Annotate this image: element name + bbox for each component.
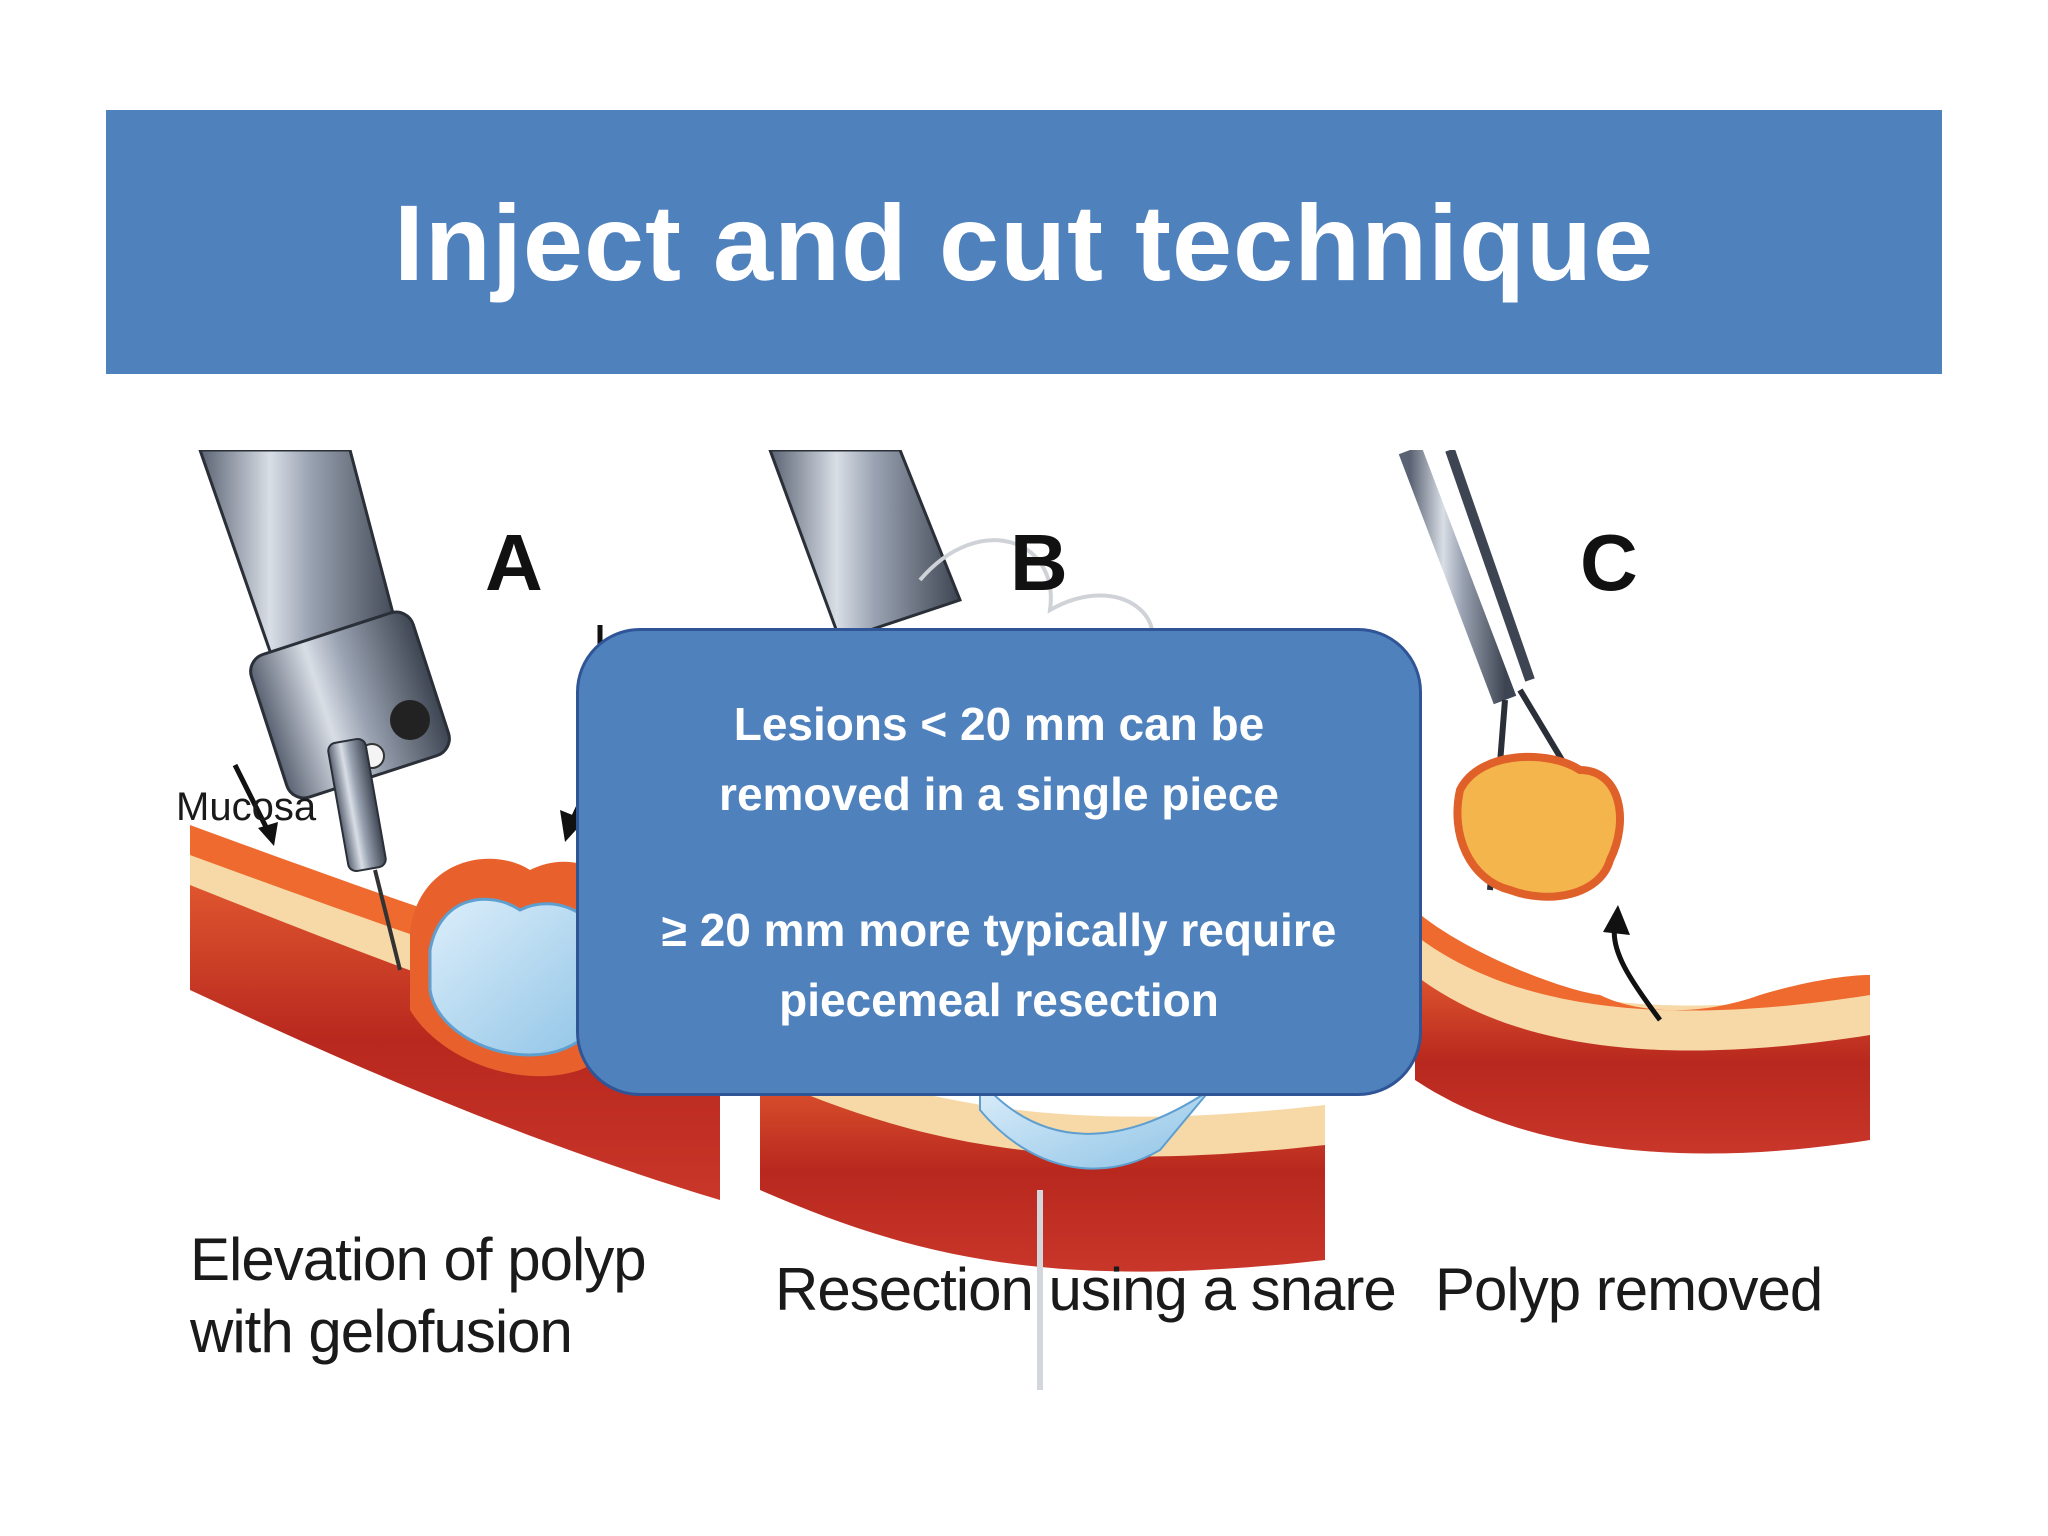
panel-c-removed-polyp xyxy=(1453,752,1624,901)
panel-c-muscle-layer xyxy=(1415,970,1870,1154)
panel-a-needle-sheath xyxy=(327,737,387,873)
callout-line-4: piecemeal resection xyxy=(779,974,1219,1026)
panel-b-letter: B xyxy=(1010,518,1068,607)
panel-c-letter: C xyxy=(1580,518,1638,607)
panel-a-letter: A xyxy=(485,518,543,607)
title-banner: Inject and cut technique xyxy=(106,110,1942,374)
callout-line-1: Lesions < 20 mm can be xyxy=(733,698,1265,750)
panel-a-caption-line-1: Elevation of polyp xyxy=(190,1226,646,1293)
panel-a-endoscope-tip xyxy=(249,610,451,800)
slide-title: Inject and cut technique xyxy=(393,181,1655,303)
panel-b-submucosa-layer xyxy=(760,1040,1325,1157)
panel-b-muscle-layer xyxy=(760,1070,1325,1272)
panel-a-needle xyxy=(373,869,402,971)
callout-line-3: ≥ 20 mm more typically require xyxy=(661,904,1337,956)
panel-a-caption-line-2: with gelofusion xyxy=(189,1298,572,1365)
panel-c-submucosa-layer xyxy=(1415,930,1870,1051)
panel-c-caption: Polyp removed xyxy=(1435,1256,1822,1323)
panel-c: C Polyp removed xyxy=(1398,450,1870,1323)
panel-b-caption: Resection using a snare xyxy=(775,1256,1396,1323)
callout-line-2: removed in a single piece xyxy=(719,768,1279,820)
panel-c-forceps-left xyxy=(1398,450,1517,705)
panel-b-snare-outline xyxy=(918,538,1155,672)
panel-a-channel xyxy=(390,700,430,740)
panel-b: B Resection using a snare xyxy=(760,450,1397,1390)
info-callout: Lesions < 20 mm can be removed in a sing… xyxy=(576,628,1422,1096)
panel-c-mucosa-layer xyxy=(1415,910,1870,1011)
panel-b-endoscope xyxy=(768,450,962,642)
mucosa-label: Mucosa xyxy=(176,785,317,829)
panel-a-mucosa-arrow xyxy=(232,763,273,837)
